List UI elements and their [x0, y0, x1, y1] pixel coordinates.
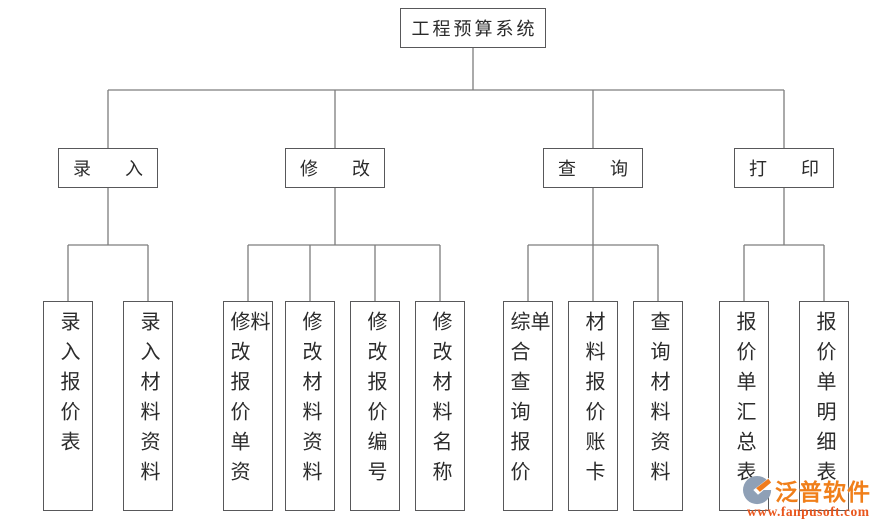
leaf-node-modify-quotation-sheet-data: 修改报价单资料 [223, 301, 273, 511]
branch-node-entry: 录入 [58, 148, 158, 188]
leaf-node-quotation-summary-table: 报价单汇总表 [719, 301, 769, 511]
branch-node-modify: 修改 [285, 148, 385, 188]
leaf-node-comprehensive-query-quotation: 综合查询报价单 [503, 301, 553, 511]
leaf-node-label: 修改报价编号 [364, 311, 386, 491]
leaf-node-label: 报价单汇总表 [733, 311, 755, 491]
leaf-node-enter-quotation-table: 录入报价表 [43, 301, 93, 511]
leaf-node-label: 修改材料资料 [299, 311, 321, 491]
watermark-url-text: www.fanpusoft.com [747, 504, 870, 519]
branch-node-label: 查询 [558, 159, 662, 179]
leaf-node-label: 修改报价单资料 [227, 311, 269, 491]
leaf-node-modify-quotation-number: 修改报价编号 [350, 301, 400, 511]
leaf-node-modify-material-data: 修改材料资料 [285, 301, 335, 511]
watermark: 泛普软件 www.fanpusoft.com [742, 473, 883, 519]
leaf-node-label: 综合查询报价单 [507, 311, 549, 491]
leaf-node-label: 录入材料资料 [137, 311, 159, 491]
root-node-system-title: 工程预算系统 [400, 8, 546, 48]
branch-node-query: 查询 [543, 148, 643, 188]
fanpu-logo-icon [743, 475, 774, 505]
branch-node-label: 修改 [300, 159, 404, 179]
leaf-node-enter-material-data: 录入材料资料 [123, 301, 173, 511]
leaf-node-label: 修改材料名称 [429, 311, 451, 491]
leaf-node-query-material-data: 查询材料资料 [633, 301, 683, 511]
branch-node-label: 录入 [73, 159, 177, 179]
leaf-node-label: 报价单明细表 [813, 311, 835, 491]
leaf-node-modify-material-name: 修改材料名称 [415, 301, 465, 511]
branch-node-print: 打印 [734, 148, 834, 188]
leaf-node-label: 材料报价账卡 [582, 311, 604, 491]
leaf-node-label: 录入报价表 [57, 311, 79, 461]
leaf-node-material-quotation-account-card: 材料报价账卡 [568, 301, 618, 511]
leaf-node-label: 查询材料资料 [647, 311, 669, 491]
watermark-brand-text: 泛普软件 [775, 480, 871, 505]
root-node-label: 工程预算系统 [411, 19, 538, 39]
leaf-node-quotation-detail-table: 报价单明细表 [799, 301, 849, 511]
branch-node-label: 打印 [749, 159, 853, 179]
